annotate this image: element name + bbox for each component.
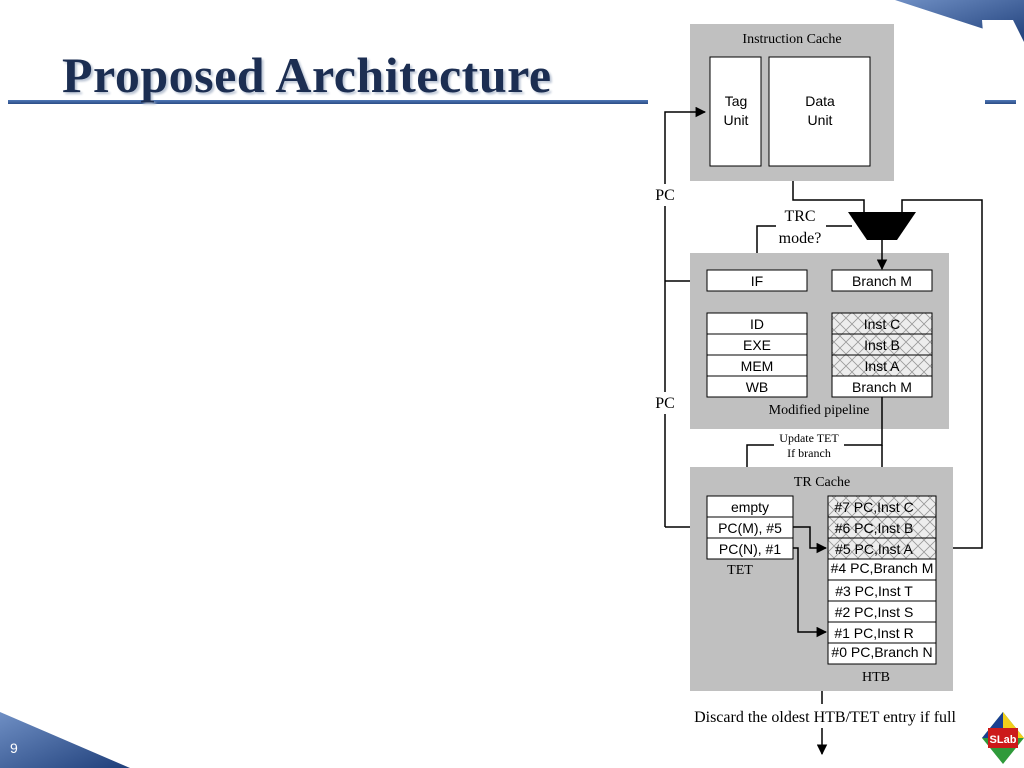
data-unit-label-line2: Unit — [808, 112, 833, 128]
inst-a-label: Inst A — [864, 358, 900, 374]
tet-entry-pc-m-label: PC(M), #5 — [718, 520, 782, 536]
inst-c-label: Inst C — [864, 316, 901, 332]
slab-logo-text: SLab — [990, 734, 1017, 746]
branch-m-bottom-label: Branch M — [852, 379, 912, 395]
htb-entry-0-label: #0 PC,Branch N — [831, 644, 932, 660]
htb-entry-2-label: #2 PC,Inst S — [835, 604, 914, 620]
htb-entry-3-label: #3 PC,Inst T — [835, 583, 913, 599]
branch-m-top-box — [831, 269, 933, 292]
update-tet-label-bg — [774, 430, 844, 462]
trc-mode-label-line2: mode? — [779, 230, 822, 247]
tet-entry-empty-label: empty — [731, 499, 769, 515]
tr-cache-label: TR Cache — [794, 475, 850, 490]
htb-entry-1-label: #1 PC,Inst R — [834, 625, 913, 641]
data-unit-label-line1: Data — [805, 93, 835, 109]
htb-entry-7-label: #7 PC,Inst C — [834, 499, 913, 515]
slab-logo: SLab — [982, 712, 1024, 764]
trc-mode-mux — [848, 212, 916, 240]
exe-stage-label: EXE — [743, 337, 771, 353]
htb-label: HTB — [862, 670, 890, 685]
pc-label-bottom-bg — [651, 392, 681, 414]
mem-stage-label: MEM — [741, 358, 774, 374]
if-stage-label: IF — [751, 273, 763, 289]
update-tet-label-line2: If branch — [787, 446, 831, 460]
corner-decoration-bottom-left — [0, 712, 130, 768]
tet-label: TET — [727, 563, 753, 578]
corner-notch — [982, 20, 1024, 58]
discard-note: Discard the oldest HTB/TET entry if full — [694, 709, 956, 726]
update-tet-label-line1: Update TET — [779, 431, 839, 445]
htb-entry-4-label: #4 PC,Branch M — [831, 560, 934, 576]
pc-label-top-bg — [651, 184, 681, 206]
inst-b-label: Inst B — [864, 337, 900, 353]
slide-title: Proposed Architecture — [62, 47, 552, 103]
trc-mode-label-line1: TRC — [784, 208, 815, 225]
pc-label-bottom: PC — [655, 395, 675, 412]
tag-unit-label-line1: Tag — [725, 93, 748, 109]
page-number: 9 — [10, 740, 18, 756]
tag-unit-label-line2: Unit — [724, 112, 749, 128]
htb-to-mux-line — [901, 199, 983, 549]
instruction-cache-label: Instruction Cache — [742, 32, 841, 47]
tag-unit-box — [709, 56, 762, 167]
branch-m-top-label: Branch M — [852, 273, 912, 289]
wb-stage-label: WB — [746, 379, 769, 395]
htb-entry-0 — [827, 642, 937, 665]
trc-mode-label-bg — [776, 205, 826, 249]
id-stage-label: ID — [750, 316, 764, 332]
tet-entry-pc-n-label: PC(N), #1 — [719, 541, 781, 557]
wb-stage-box — [706, 375, 808, 398]
tet-pc-m-to-htb-5-arrow — [793, 526, 828, 554]
title-underline-left — [8, 100, 648, 104]
title-underline-right — [985, 100, 1016, 104]
data-unit-box — [768, 56, 871, 167]
if-stage-box — [706, 269, 808, 292]
data-unit-to-mux-line — [792, 181, 865, 212]
pc-path-to-tag-unit — [664, 106, 707, 527]
pc-label-top: PC — [655, 187, 675, 204]
tet-pc-n-to-htb-1-arrow — [793, 547, 828, 638]
htb-entry-6-label: #6 PC,Inst B — [835, 520, 914, 536]
htb-entry-5-label: #5 PC,Inst A — [835, 541, 913, 557]
modified-pipeline-label: Modified pipeline — [769, 403, 870, 418]
